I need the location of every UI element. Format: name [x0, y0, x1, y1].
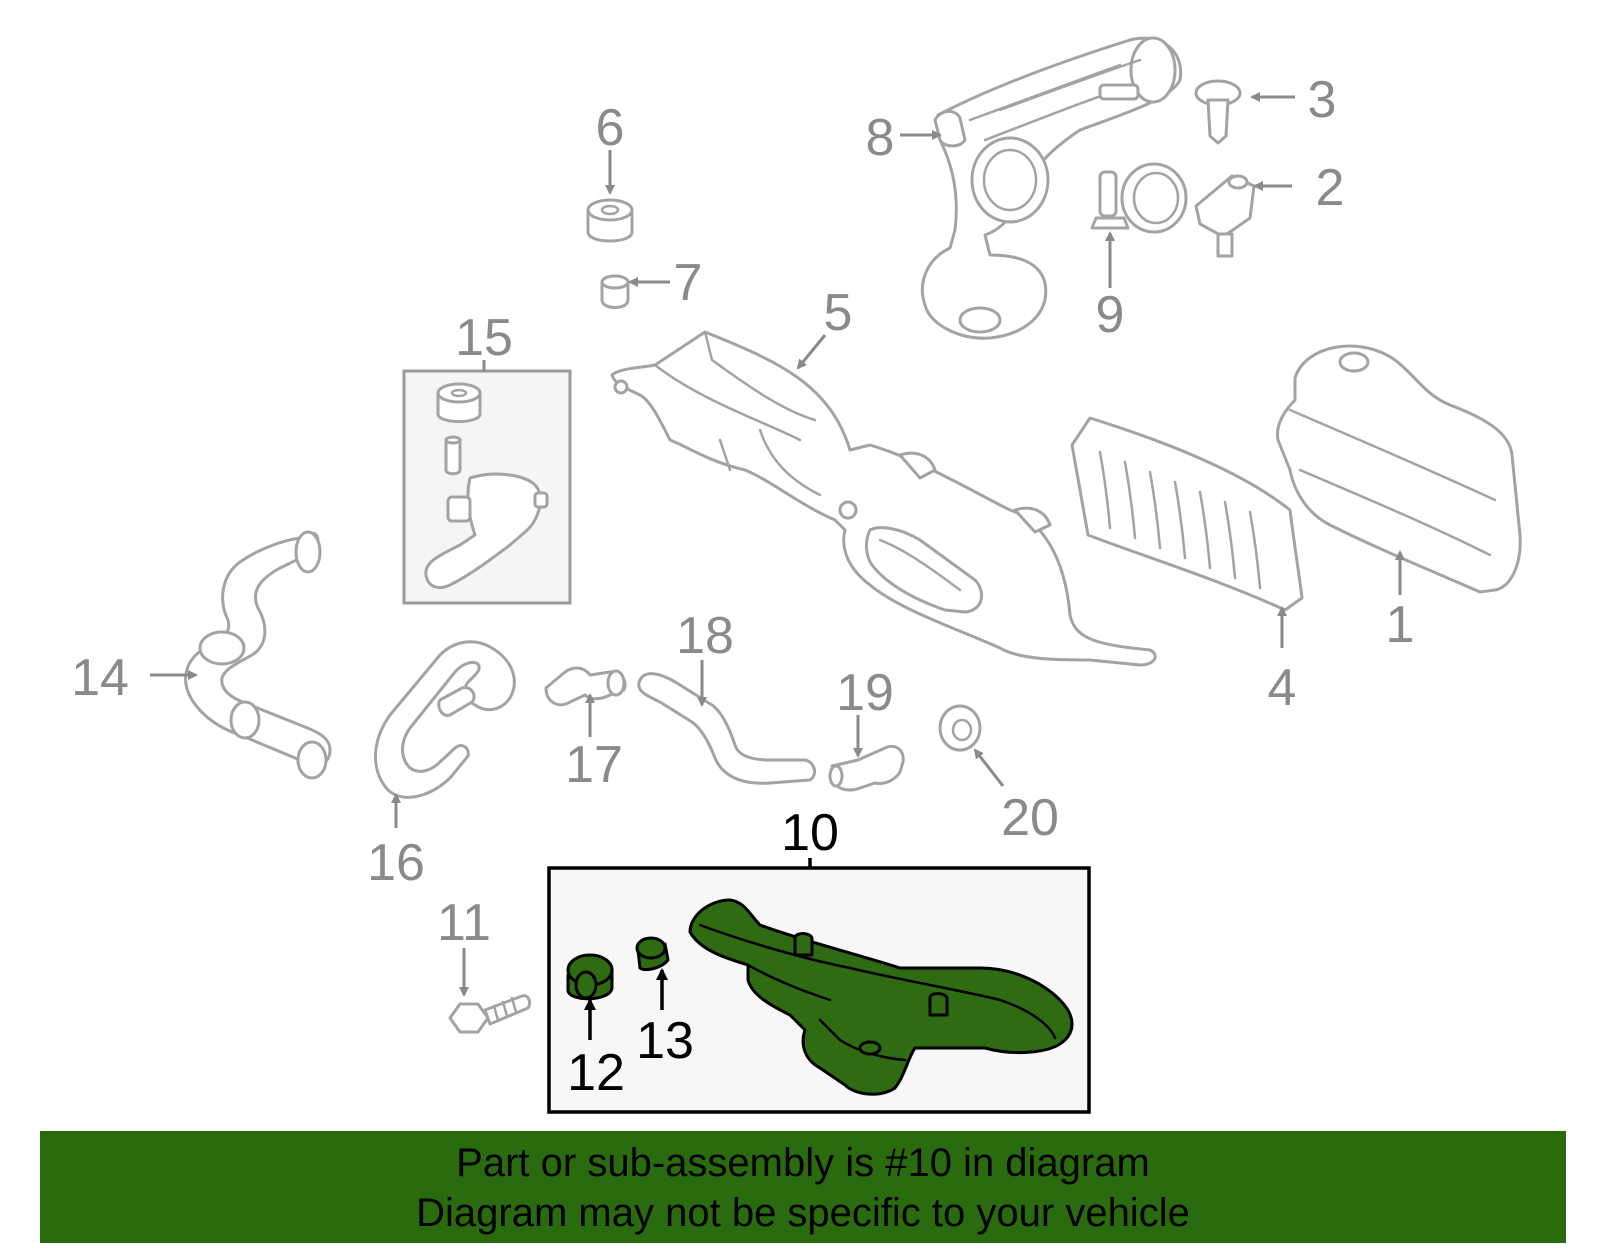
part-2-sensor [1194, 174, 1256, 258]
callout-4: 4 [1268, 659, 1297, 717]
callout-arrows [150, 92, 1405, 1040]
callout-18: 18 [676, 607, 734, 665]
callout-5: 5 [824, 284, 853, 342]
callout-12: 12 [567, 1044, 625, 1102]
callout-19: 19 [836, 664, 894, 722]
part-7-bushing [600, 274, 630, 309]
callout-11: 11 [437, 894, 491, 952]
part-5-housing-duct [610, 330, 1157, 667]
callout-20: 20 [1001, 789, 1059, 847]
part-10-duct-highlighted [688, 898, 1074, 1096]
part-8-intake-duct [920, 36, 1183, 340]
part-14-hose [184, 530, 332, 780]
callout-16: 16 [367, 834, 425, 892]
part-11-bolt [448, 994, 532, 1034]
footer-line-2: Diagram may not be specific to your vehi… [416, 1191, 1190, 1235]
callout-numbers: 1 2 3 4 5 6 7 8 9 10 11 12 13 14 15 16 1… [71, 71, 1414, 1102]
callout-13: 13 [636, 1012, 694, 1070]
part-18-hose [637, 672, 817, 785]
part-10-box [547, 866, 1091, 1114]
callout-6: 6 [596, 99, 625, 157]
part-4-filter [1070, 416, 1304, 612]
part-3-screw [1194, 79, 1242, 145]
footer-line-1: Part or sub-assembly is #10 in diagram [456, 1141, 1150, 1185]
callout-17: 17 [565, 736, 623, 794]
part-6-grommet [586, 198, 634, 243]
part-12-grommet-highlighted [566, 953, 614, 1001]
part-1-upper-housing [1275, 344, 1522, 594]
callout-1: 1 [1386, 596, 1415, 654]
callout-7: 7 [674, 254, 703, 312]
part-19-elbow [828, 744, 905, 792]
callout-10: 10 [781, 804, 839, 862]
callout-14: 14 [71, 649, 129, 707]
part-16-hose [374, 640, 516, 799]
callout-2: 2 [1316, 159, 1345, 217]
callout-8: 8 [866, 109, 895, 167]
footer-banner: Part or sub-assembly is #10 in diagram D… [40, 1131, 1566, 1243]
callout-9: 9 [1096, 286, 1125, 344]
part-13-bushing-highlighted [635, 936, 670, 972]
part-9-clamp [1090, 162, 1188, 234]
part-20-grommet [938, 704, 982, 752]
part-17-connector [544, 666, 627, 707]
callout-3: 3 [1308, 71, 1337, 129]
part-15-box [402, 369, 572, 605]
callout-15: 15 [455, 309, 513, 367]
